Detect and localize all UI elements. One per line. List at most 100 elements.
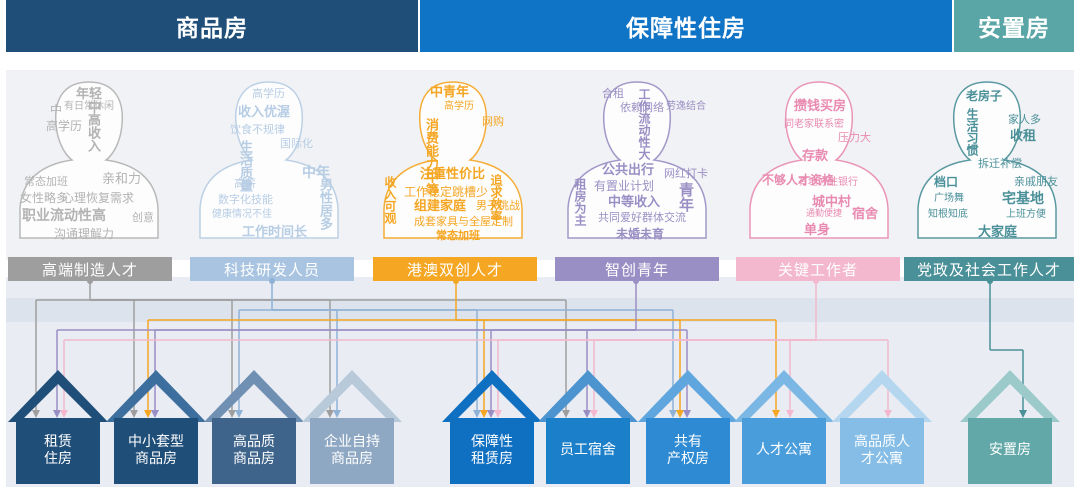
cloud-word: 亲戚朋友 [1014, 175, 1058, 188]
housing-type-box: 租赁 住房 [16, 418, 100, 484]
housing-type-box: 安置房 [968, 418, 1052, 484]
cloud-word: 大家庭 [978, 225, 1018, 240]
talent-label: 高端制造人才 [8, 257, 172, 281]
cloud-word: 常态加班 [24, 175, 68, 188]
cloud-word: 高学历 [252, 87, 285, 100]
header-commercial: 商品房 [6, 0, 418, 52]
housing-type-box: 企业自持 商品房 [310, 418, 394, 484]
cloud-word: 中高收入 [85, 100, 100, 152]
person-word-cloud: 老房子生活习惯家人多收租拆迁补偿档口亲戚朋友宅基地广场舞上班方便大家庭知根知底 [912, 78, 1062, 243]
cloud-word: 高薪 [234, 177, 256, 190]
talent-label: 党政及社会工作人才 [904, 257, 1074, 281]
house-roof-icon [302, 370, 402, 422]
cloud-word: 单身 [804, 223, 831, 238]
housing-type-box: 中小套型 商品房 [114, 418, 198, 484]
cloud-word: 收租 [1010, 129, 1037, 144]
talent-label: 港澳双创人才 [373, 257, 537, 281]
cloud-word: 存款 [802, 149, 829, 164]
house-roof-icon [734, 370, 834, 422]
housing-type-box: 高品质 商品房 [212, 418, 296, 484]
cloud-word: 有日常休闲 [64, 101, 114, 112]
cloud-word: 青年 [677, 182, 695, 212]
cloud-word: 收入可观 [383, 176, 397, 224]
cloud-word: 成套家具与全屋定制 [414, 215, 513, 228]
cloud-word: 攒钱买房 [794, 99, 847, 114]
cloud-word: 消费能力中等 [423, 118, 438, 196]
cloud-word: 生活习惯 [965, 108, 979, 156]
cloud-word: 数字化技能 [218, 193, 273, 206]
house-roof-icon [832, 370, 932, 422]
cloud-word: 女性略多 [20, 191, 69, 205]
cloud-word: 心理恢复需求 [62, 191, 135, 205]
cloud-word: 网购 [482, 115, 504, 128]
cloud-word: 共同爱好群体交流 [598, 211, 686, 224]
cloud-word: 中 [50, 103, 63, 117]
house-roof-icon [204, 370, 304, 422]
cloud-word: 压力大 [838, 131, 871, 144]
cloud-word: 同老家联系密 [784, 119, 844, 130]
cloud-word: 高学历 [444, 101, 474, 112]
word-cloud-panel [6, 70, 1074, 260]
cloud-word: 通勤便捷 [806, 209, 843, 219]
house-roof-icon [960, 370, 1060, 422]
cloud-word: 创意 [132, 211, 154, 224]
cloud-word: 工作稳定跳槽少 [404, 185, 489, 199]
cloud-word: 公共出行 [602, 163, 655, 178]
cloud-word: 沟通理解力 [54, 227, 115, 241]
housing-type-box: 共有 产权房 [646, 418, 730, 484]
cloud-word: 城中村 [812, 195, 852, 210]
house-roof-icon [8, 370, 108, 422]
cloud-word: 劳逸结合 [666, 101, 706, 112]
person-silhouette-icon [383, 81, 523, 239]
cloud-word: 工作流动性大 [637, 88, 651, 160]
cloud-word: 收入优渥 [238, 105, 291, 120]
cloud-word: 宿舍 [852, 207, 879, 222]
cloud-word: 有置业计划 [594, 179, 655, 193]
housing-type-box: 保障性 租赁房 [450, 418, 534, 484]
person-word-cloud: 攒钱买房同老家联系密压力大存款不够人才资格有地方性银行城中村宿舍单身 通勤便捷 [744, 78, 894, 243]
cloud-word: 合租 [602, 87, 624, 100]
cloud-word: 健康情况不佳 [212, 209, 272, 220]
cloud-word: 工作时间长 [242, 225, 308, 240]
cloud-word: 中青年 [430, 85, 470, 100]
house-roof-icon [442, 370, 542, 422]
housing-type-box: 员工宿舍 [546, 418, 630, 484]
header-affordable: 保障性住房 [420, 0, 952, 52]
cloud-word: 追求效率 [489, 174, 503, 222]
cloud-word: 有地方性银行 [798, 177, 858, 188]
cloud-word: 高学历 [46, 119, 83, 133]
talent-label: 关键工作者 [736, 257, 900, 281]
housing-type-box: 人才公寓 [742, 418, 826, 484]
cloud-word: 中年 [302, 165, 330, 181]
cloud-word: 亲和力 [102, 172, 142, 187]
cloud-word: 拆迁补偿 [978, 157, 1022, 170]
cloud-word: 注重性价比 [420, 167, 486, 182]
person-silhouette-icon [749, 81, 889, 239]
cloud-word: 未婚未育 [616, 227, 665, 241]
cloud-word: 档口 [934, 175, 959, 189]
cloud-word: 依赖网络 [620, 101, 664, 114]
person-silhouette-icon [917, 81, 1057, 239]
cloud-word: 年轻 [76, 87, 103, 102]
cloud-word: 网红打卡 [664, 167, 708, 180]
cloud-word: 宅基地 [1002, 191, 1044, 207]
cloud-word: 家人多 [1008, 113, 1041, 126]
cloud-word: 广场舞 [934, 193, 964, 204]
housing-type-box: 高品质人 才公寓 [840, 418, 924, 484]
talent-label: 智创青年 [555, 257, 719, 281]
house-roof-icon [638, 370, 738, 422]
talent-label: 科技研发人员 [190, 257, 354, 281]
house-roof-icon [106, 370, 206, 422]
cloud-word: 男性居多 [317, 178, 332, 230]
cloud-word: 老房子 [966, 89, 1003, 103]
cloud-word: 男子挑战 [476, 199, 520, 212]
cloud-word: 不够人才资格 [762, 173, 835, 187]
cloud-word: 知根知底 [928, 209, 968, 220]
cloud-word: 常态加班 [436, 229, 480, 242]
cloud-word: 职业流动性高 [22, 208, 106, 224]
house-roof-icon [538, 370, 638, 422]
cloud-word: 饮食不规律 [230, 123, 285, 136]
person-word-cloud: 年轻中有日常休闲中高收入高学历亲和力 常态加班心理恢复需求女性略多职业流动性高 创意… [14, 78, 164, 243]
person-silhouette-icon [567, 81, 707, 239]
cloud-word: 中等收入 [608, 195, 661, 210]
